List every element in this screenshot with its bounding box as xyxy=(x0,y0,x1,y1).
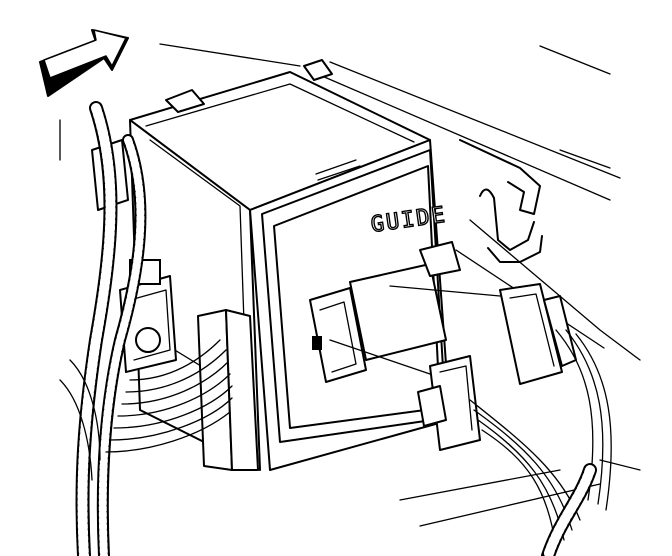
lower-connector xyxy=(417,355,481,451)
right-connector xyxy=(499,283,577,385)
insertion-line xyxy=(329,285,501,375)
center-connector xyxy=(309,241,461,383)
direction-arrow-icon xyxy=(39,29,129,97)
wiring-harness xyxy=(59,101,612,556)
mounting-bracket xyxy=(459,139,543,263)
background-panel xyxy=(59,43,641,527)
